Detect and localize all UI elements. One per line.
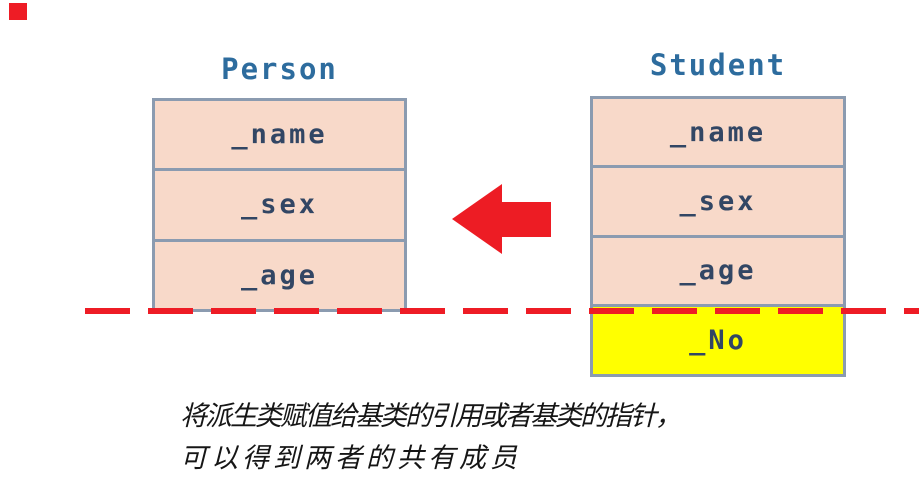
- caption: 将派生类赋值给基类的引用或者基类的指针， 可以得到两者的共有成员: [180, 396, 682, 480]
- student-field-name-label: _name: [669, 116, 767, 148]
- caption-line-1: 将派生类赋值给基类的引用或者基类的指针，: [180, 401, 682, 432]
- student-field-sex-label: _sex: [679, 185, 757, 217]
- person-field-row: _name: [155, 101, 404, 169]
- student-field-row: _sex: [593, 165, 843, 235]
- student-field-age-label: _age: [679, 255, 757, 287]
- student-field-row: _name: [593, 99, 843, 166]
- student-class-title: Student: [649, 48, 787, 82]
- person-class-title: Person: [221, 52, 338, 86]
- assignment-arrow-icon: [452, 184, 551, 254]
- student-field-row: _age: [593, 234, 843, 304]
- person-field-row: _sex: [155, 168, 404, 239]
- student-sliced-field-row: _No: [593, 303, 843, 374]
- student-field-no-label: _No: [689, 324, 747, 356]
- student-class-box: _name _sex _age _No: [590, 96, 846, 377]
- red-marker-square: [9, 3, 27, 20]
- person-field-sex-label: _sex: [240, 189, 319, 221]
- caption-line-2: 可以得到两者的共有成员: [180, 443, 521, 474]
- person-field-row: _age: [155, 238, 404, 309]
- person-field-age-label: _age: [240, 259, 319, 291]
- person-class-box: _name _sex _age: [152, 98, 407, 312]
- person-field-name-label: _name: [231, 119, 328, 151]
